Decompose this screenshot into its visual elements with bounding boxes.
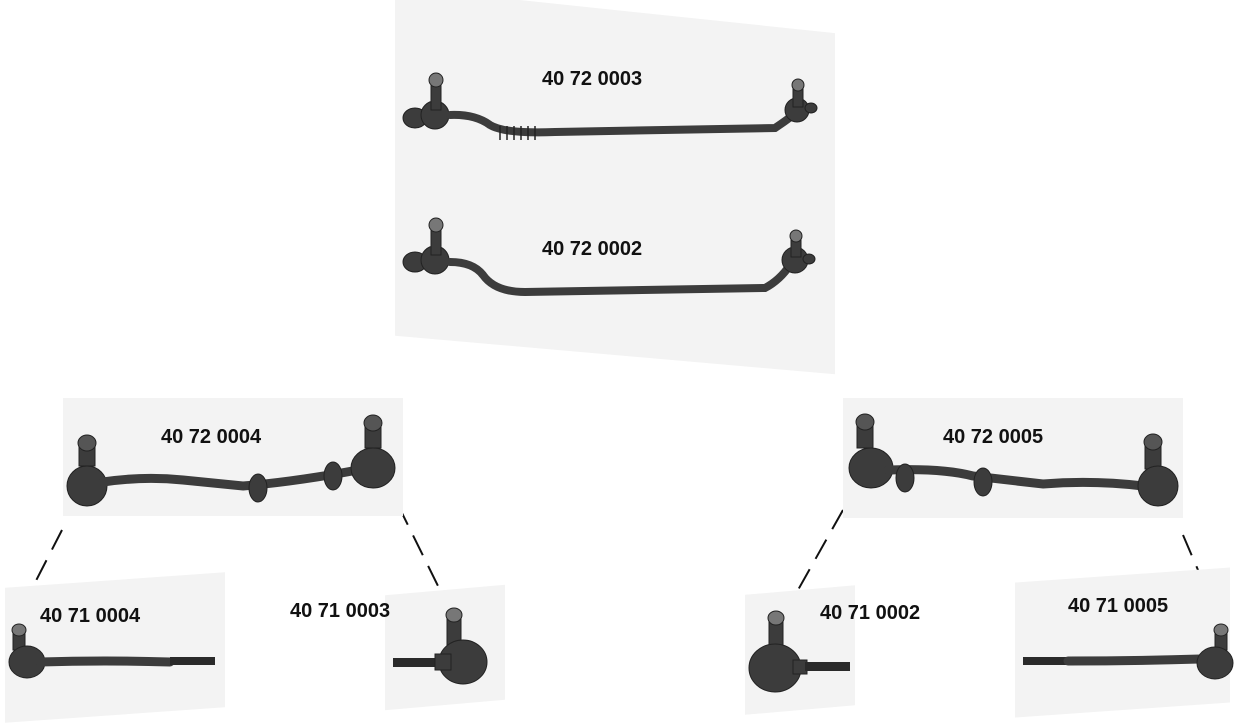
tie-rod-image [402, 217, 816, 297]
connector-line [397, 504, 441, 591]
part-tie-rod-assembly-0004[interactable]: 40 72 0004 [63, 398, 403, 516]
part-tie-rod-end-0002[interactable]: 40 71 0002 [745, 585, 920, 715]
part-tie-rod-assembly-0005[interactable]: 40 72 0005 [843, 398, 1183, 518]
part-tie-rod-0002[interactable]: 40 72 0002 [395, 160, 835, 375]
tie-rod-end-image [748, 610, 850, 693]
part-tie-rod-end-0005[interactable]: 40 71 0005 [1015, 567, 1234, 718]
part-number-label: 40 71 0005 [1068, 595, 1169, 617]
tie-rod-end-image [393, 607, 488, 685]
part-number-label: 40 72 0003 [542, 68, 643, 90]
part-tie-rod-0003[interactable]: 40 72 0003 [395, 0, 835, 214]
tie-rod-end-image [8, 623, 215, 679]
part-number-label: 40 71 0004 [40, 605, 141, 627]
part-number-label: 40 72 0002 [542, 238, 643, 260]
part-number-label: 40 71 0002 [820, 602, 921, 624]
part-tie-rod-end-0003[interactable]: 40 71 0003 [290, 584, 505, 711]
part-photo-background [63, 398, 403, 516]
tie-rod-assembly-image [66, 414, 396, 507]
tie-rod-assembly-image [848, 413, 1179, 507]
tie-rod-end-image [1023, 623, 1234, 680]
part-number-label: 40 71 0003 [290, 600, 391, 622]
part-number-label: 40 72 0004 [161, 426, 262, 448]
part-number-label: 40 72 0005 [943, 426, 1044, 448]
part-photo-background [843, 398, 1183, 518]
part-tie-rod-end-0004[interactable]: 40 71 0004 [5, 572, 225, 723]
tie-rod-image [402, 72, 818, 140]
connector-line [797, 509, 844, 591]
